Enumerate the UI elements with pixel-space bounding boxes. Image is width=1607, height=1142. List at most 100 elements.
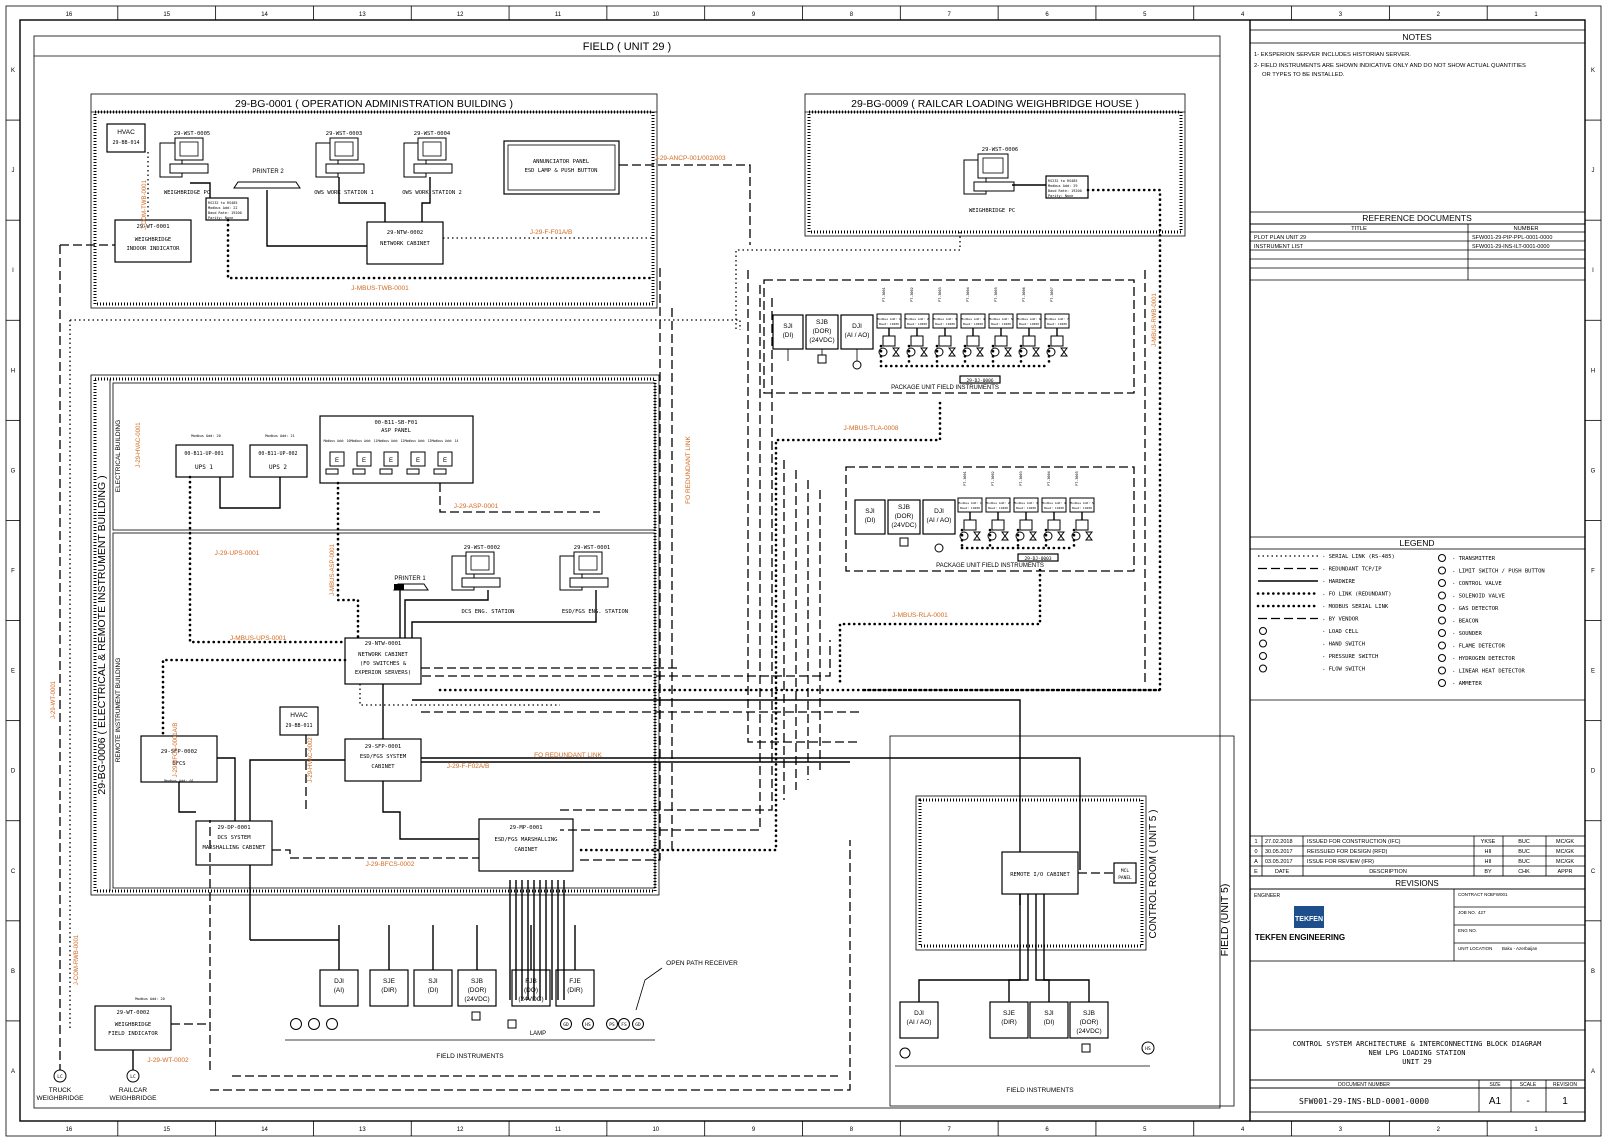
svg-text:29-NTW-0001: 29-NTW-0001 xyxy=(365,641,401,647)
svg-text:MC/GK: MC/GK xyxy=(1556,839,1574,845)
weighbridge-field-indicator: 29-WT-0002 WEIGHBRIDGE FIELD INDICATOR M… xyxy=(37,997,210,1102)
svg-text:Baud: 19200: Baud: 19200 xyxy=(879,322,899,326)
svg-text:Modbus Add: 4: Modbus Add: 4 xyxy=(961,317,985,321)
svg-text:SFW001-29-PIP-PPL-0001-0000: SFW001-29-PIP-PPL-0001-0000 xyxy=(1472,235,1552,241)
drawing-title-block: CONTROL SYSTEM ARCHITECTURE & INTERCONNE… xyxy=(1249,1029,1586,1113)
svg-text:29-SFP-0001: 29-SFP-0001 xyxy=(365,744,401,750)
svg-text:Modbus Add: 2: Modbus Add: 2 xyxy=(905,317,929,321)
svg-text:CABINET: CABINET xyxy=(371,764,395,770)
revisions-title: REVISIONS xyxy=(1395,879,1439,888)
junction-box xyxy=(369,969,409,1007)
legend-item: - FLOW SWITCH xyxy=(1322,667,1365,673)
cable-label-ancp: J-29-ANCP-001/002/003 xyxy=(654,155,726,162)
svg-text:TEKFEN: TEKFEN xyxy=(1295,916,1323,923)
border-col-label: 3 xyxy=(1339,12,1343,18)
valve-icon xyxy=(920,347,928,357)
border-col-label: 2 xyxy=(1437,12,1441,18)
svg-text:OR TYPES TO BE INSTALLED.: OR TYPES TO BE INSTALLED. xyxy=(1262,72,1345,78)
asp-panel xyxy=(319,415,474,484)
workstation-icon xyxy=(403,137,453,178)
border-col-label: 12 xyxy=(457,1127,464,1133)
svg-text:(24VDC): (24VDC) xyxy=(891,522,916,529)
rib-hvac-box xyxy=(279,706,319,736)
legend-item: - LINEAR HEAT DETECTOR xyxy=(1452,669,1526,675)
border-row-label: J xyxy=(1592,168,1595,174)
border-col-label: 3 xyxy=(1339,1127,1343,1133)
svg-text:Parity: None: Parity: None xyxy=(1048,194,1073,198)
svg-text:Modbus Add: 01: Modbus Add: 01 xyxy=(164,779,194,783)
control-valve-icon xyxy=(934,543,944,553)
valve-icon xyxy=(1032,347,1040,357)
valve-icon xyxy=(1057,531,1065,541)
svg-text:(DOR): (DOR) xyxy=(1080,1019,1099,1026)
svg-text:Baud Rate: 19200: Baud Rate: 19200 xyxy=(208,211,242,215)
svg-text:OWS WORK STATION 1: OWS WORK STATION 1 xyxy=(314,190,374,196)
trunk-cables: J-MBUS-RWB-0001 J-COM-TWB-0001 J-29-WT-0… xyxy=(51,180,1162,1091)
legend-symbol-icon xyxy=(1438,616,1446,625)
svg-text:Parity: None: Parity: None xyxy=(208,216,233,220)
valve-icon xyxy=(973,531,981,541)
border-col-label: 16 xyxy=(66,1127,73,1133)
svg-text:(DIR): (DIR) xyxy=(567,987,583,994)
border-col-label: 2 xyxy=(1437,1127,1441,1133)
svg-text:(FO SWITCHES &: (FO SWITCHES & xyxy=(360,661,407,667)
svg-text:SJI: SJI xyxy=(1044,1010,1054,1017)
notes-title: NOTES xyxy=(1402,32,1432,42)
border-row-label: G xyxy=(11,468,16,474)
legend-item: - GAS DETECTOR xyxy=(1452,606,1499,612)
svg-text:(DIR): (DIR) xyxy=(1001,1019,1017,1026)
unit5-field-instruments-label: FIELD INSTRUMENTS xyxy=(1006,1087,1074,1094)
border-col-label: 16 xyxy=(66,12,73,18)
control-valve-icon xyxy=(899,1047,911,1059)
junction-box xyxy=(511,969,551,1007)
field-title: FIELD ( UNIT 29 ) xyxy=(583,41,671,53)
legend-symbol-icon xyxy=(1438,679,1446,687)
admin-building-title: 29-BG-0001 ( OPERATION ADMINISTRATION BU… xyxy=(235,98,513,110)
border-row-label: H xyxy=(11,368,15,374)
valve-icon xyxy=(1029,531,1037,541)
svg-text:PT-3004: PT-3004 xyxy=(1047,471,1051,486)
svg-text:(DI): (DI) xyxy=(783,332,794,339)
workstation-icon xyxy=(963,153,1015,195)
svg-text:BFCS: BFCS xyxy=(172,761,185,767)
legend-item: - HARDWIRE xyxy=(1322,579,1355,585)
svg-text:427: 427 xyxy=(1478,910,1486,915)
svg-text:(DI): (DI) xyxy=(428,987,439,994)
svg-text:BUC: BUC xyxy=(1518,859,1530,865)
asp-module xyxy=(437,451,453,467)
svg-text:CONTRACT NO.: CONTRACT NO. xyxy=(1458,892,1492,897)
sheet-outer-frame xyxy=(5,5,1602,1137)
solenoid-valve-icon xyxy=(471,1011,481,1021)
svg-text:Modbus Add: 5: Modbus Add: 5 xyxy=(989,317,1013,321)
svg-text:DJI: DJI xyxy=(852,323,862,330)
svg-text:ANNUNCIATOR PANEL: ANNUNCIATOR PANEL xyxy=(533,159,590,165)
svg-text:NEW LPG LOADING STATION: NEW LPG LOADING STATION xyxy=(1369,1049,1466,1057)
sheet-revision: 1 xyxy=(1562,1096,1568,1107)
field-device-icon xyxy=(632,1018,644,1030)
workstation-icon xyxy=(315,137,365,178)
svg-text:NETWORK CABINET: NETWORK CABINET xyxy=(358,652,408,658)
svg-text:BUC: BUC xyxy=(1518,839,1530,845)
legend-item: - FO LINK (REDUNDANT) xyxy=(1322,592,1392,598)
cable-label-f01: J-29-F-F01A/B xyxy=(530,229,573,236)
junction-box xyxy=(1069,1001,1109,1039)
legend-symbol-icon xyxy=(1259,664,1267,673)
svg-text:PT-3005: PT-3005 xyxy=(1075,471,1079,486)
border-col-label: 5 xyxy=(1143,12,1147,18)
border-col-label: 13 xyxy=(359,1127,366,1133)
pkg1-label: PACKAGE UNIT FIELD INSTRUMENTS xyxy=(891,385,999,391)
legend-item: - MODBUS SERIAL LINK xyxy=(1322,604,1389,610)
svg-text:(24VDC): (24VDC) xyxy=(1076,1028,1101,1035)
legend-symbol-icon xyxy=(1438,629,1446,637)
svg-text:00-B11-UP-001: 00-B11-UP-001 xyxy=(184,451,223,457)
border-row-label: C xyxy=(11,869,16,875)
svg-text:GD: GD xyxy=(635,1022,641,1028)
border-row-label: J xyxy=(12,168,15,174)
svg-text:PRINTER 2: PRINTER 2 xyxy=(252,169,284,175)
svg-text:YKSE: YKSE xyxy=(1481,839,1496,845)
field-unit29-boundary xyxy=(33,35,1221,1109)
border-col-label: 14 xyxy=(261,1127,268,1133)
company-block: ENGINEER TEKFEN TEKFEN ENGINEERING CONTR… xyxy=(1249,888,1586,962)
field-device-icon xyxy=(326,1018,338,1030)
svg-text:(24VDC): (24VDC) xyxy=(809,337,834,344)
